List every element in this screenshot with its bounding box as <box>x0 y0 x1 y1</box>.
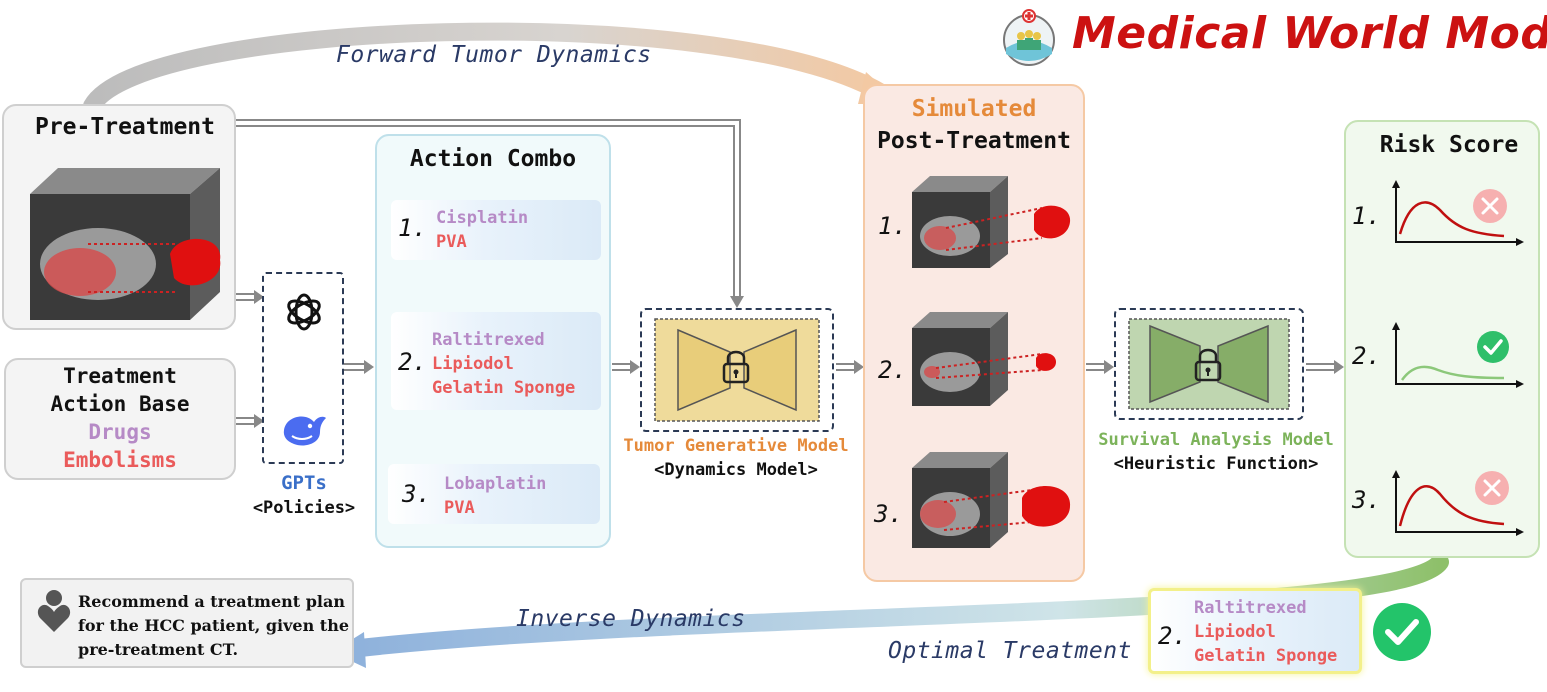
action-base-line1: Treatment <box>63 364 177 388</box>
optimal-num: 2. <box>1158 622 1187 650</box>
user-icon <box>37 590 71 632</box>
forward-dynamics-label: Forward Tumor Dynamics <box>336 42 652 68</box>
combo-emb-2b: Gelatin Sponge <box>432 378 576 398</box>
medical-world-logo-icon <box>1003 9 1055 66</box>
combo-card-1[interactable] <box>391 200 601 260</box>
policies-name: GPTs <box>281 472 327 494</box>
optimal-emb-2: Gelatin Sponge <box>1194 646 1338 666</box>
combo-drug-1: Cisplatin <box>436 208 529 228</box>
post-ct-cube-3 <box>912 452 1071 548</box>
post-treatment-title2: Post-Treatment <box>877 128 1071 154</box>
policies-sub: <Policies> <box>252 498 356 518</box>
post-ct-cube-2 <box>912 312 1056 406</box>
post-num-3: 3. <box>874 500 903 528</box>
action-base-embolisms: Embolisms <box>63 448 177 472</box>
combo-emb-3a: PVA <box>444 498 475 518</box>
prompt-line-3: pre-treatment CT. <box>78 640 239 659</box>
prompt-box <box>20 578 354 668</box>
optimal-treatment-card[interactable] <box>1148 588 1362 674</box>
policies-box <box>262 272 344 464</box>
risk-curve-2 <box>1392 322 1524 388</box>
tumor-model-box <box>640 308 834 432</box>
accept-icon <box>1477 331 1509 363</box>
combo-num-3: 3. <box>402 480 431 508</box>
pre-treatment-title: Pre-Treatment <box>34 114 215 140</box>
prompt-line-1: Recommend a treatment plan <box>78 592 345 611</box>
post-ct-cube-1 <box>912 176 1071 268</box>
lock-icon <box>722 350 750 384</box>
survival-model-encoder-decoder <box>1128 318 1290 410</box>
action-base-line2: Action Base <box>50 392 190 416</box>
risk-score-title: Risk Score <box>1379 132 1519 158</box>
combo-card-2[interactable] <box>391 312 601 410</box>
optimal-check-icon <box>1373 603 1431 661</box>
survival-model-sub: <Heuristic Function> <box>1113 454 1319 474</box>
survival-model-name: Survival Analysis Model <box>1098 430 1334 450</box>
combo-num-2: 2. <box>398 348 427 376</box>
combo-drug-3: Lobaplatin <box>444 474 547 494</box>
post-num-1: 1. <box>878 212 907 240</box>
post-treatment-title1: Simulated <box>911 96 1037 122</box>
risk-num-1: 1. <box>1352 202 1381 230</box>
optimal-drugs: Raltitrexed Lipiodol Gelatin Sponge <box>1194 596 1337 668</box>
survival-model-box <box>1114 308 1304 420</box>
optimal-drug: Raltitrexed <box>1194 598 1307 618</box>
combo-card-3[interactable] <box>388 464 600 524</box>
combo-drugs-2: Raltitrexed Lipiodol Gelatin Sponge <box>432 328 575 400</box>
prompt-text: Recommend a treatment plan for the HCC p… <box>78 590 349 662</box>
combo-emb-1a: PVA <box>436 232 467 252</box>
page-title: Medical World Model <box>1072 8 1547 59</box>
action-base-panel <box>4 358 236 480</box>
post-num-2: 2. <box>878 356 907 384</box>
inverse-dynamics-label: Inverse Dynamics <box>516 606 746 632</box>
lock-icon <box>1194 348 1222 382</box>
reject-icon <box>1475 471 1509 505</box>
risk-num-3: 3. <box>1352 486 1381 514</box>
optimal-treatment-label: Optimal Treatment <box>888 638 1132 664</box>
action-combo-title: Action Combo <box>409 146 577 172</box>
risk-curve-1 <box>1392 180 1524 246</box>
openai-icon <box>287 293 321 331</box>
risk-curve-3 <box>1392 470 1524 536</box>
risk-num-2: 2. <box>1352 342 1381 370</box>
inverse-arc <box>351 553 1449 657</box>
combo-emb-2a: Lipiodol <box>432 354 514 374</box>
combo-num-1: 1. <box>398 214 427 242</box>
tumor-model-sub: <Dynamics Model> <box>654 460 818 480</box>
combo-drugs-3: Lobaplatin PVA <box>444 472 546 520</box>
forward-arc <box>83 22 889 115</box>
tumor-model-name: Tumor Generative Model <box>623 436 849 456</box>
prompt-line-2: for the HCC patient, given the <box>78 616 349 635</box>
reject-icon <box>1473 189 1507 223</box>
deepseek-icon <box>283 416 326 446</box>
action-base-drugs: Drugs <box>88 420 152 444</box>
combo-drugs-1: Cisplatin PVA <box>436 206 528 254</box>
combo-drug-2: Raltitrexed <box>432 330 545 350</box>
pre-treatment-ct-cube <box>30 168 221 320</box>
optimal-emb-1: Lipiodol <box>1194 622 1276 642</box>
